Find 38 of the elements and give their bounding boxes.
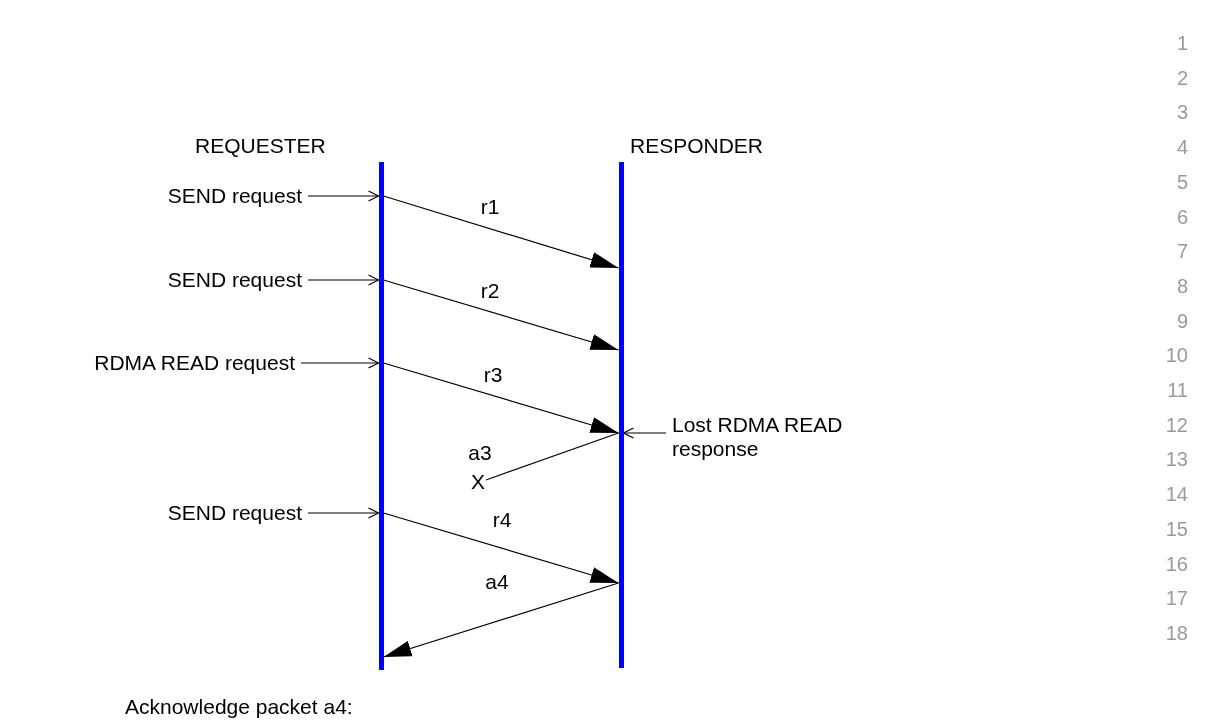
annotation-text: Lost RDMA READ response [672, 413, 844, 461]
line-number: 9 [1176, 309, 1188, 332]
lifeline-label: RESPONDER [630, 134, 764, 158]
arrow [307, 507, 380, 519]
line-number: 6 [1176, 205, 1188, 228]
line-number: 5 [1176, 170, 1188, 193]
line-number: 10 [1165, 344, 1188, 367]
message-arrow [382, 582, 620, 658]
annotation-text: RDMA READ request [93, 351, 295, 375]
note-text: Acknowledge packet a4: [125, 695, 353, 719]
lifeline-label: REQUESTER [195, 134, 326, 158]
line-number: 7 [1176, 240, 1188, 263]
line-number: 15 [1165, 517, 1188, 540]
line-number: 4 [1176, 136, 1188, 159]
arrow [307, 274, 380, 286]
line-number: 18 [1165, 621, 1188, 644]
annotation-text: SEND request [166, 501, 302, 525]
lost-packet-cross: X [470, 470, 486, 494]
arrow [300, 357, 380, 369]
message-line [485, 432, 620, 481]
message-arrow [382, 362, 620, 434]
line-number: 11 [1167, 379, 1188, 401]
line-number: 17 [1165, 587, 1188, 610]
line-number: 12 [1165, 413, 1188, 436]
message-arrow [382, 279, 620, 351]
line-number: 13 [1165, 448, 1188, 471]
line-number: 2 [1176, 66, 1188, 89]
line-number: 16 [1165, 552, 1188, 575]
arrow [622, 427, 667, 439]
message-arrow [382, 512, 620, 584]
line-number: 8 [1176, 274, 1188, 297]
annotation-text: SEND request [166, 268, 302, 292]
annotation-text: SEND request [166, 184, 302, 208]
line-number: 14 [1165, 483, 1188, 506]
line-number: 1 [1176, 32, 1188, 54]
arrow [307, 190, 380, 202]
line-number: 3 [1176, 101, 1188, 124]
message-arrow [382, 195, 620, 269]
